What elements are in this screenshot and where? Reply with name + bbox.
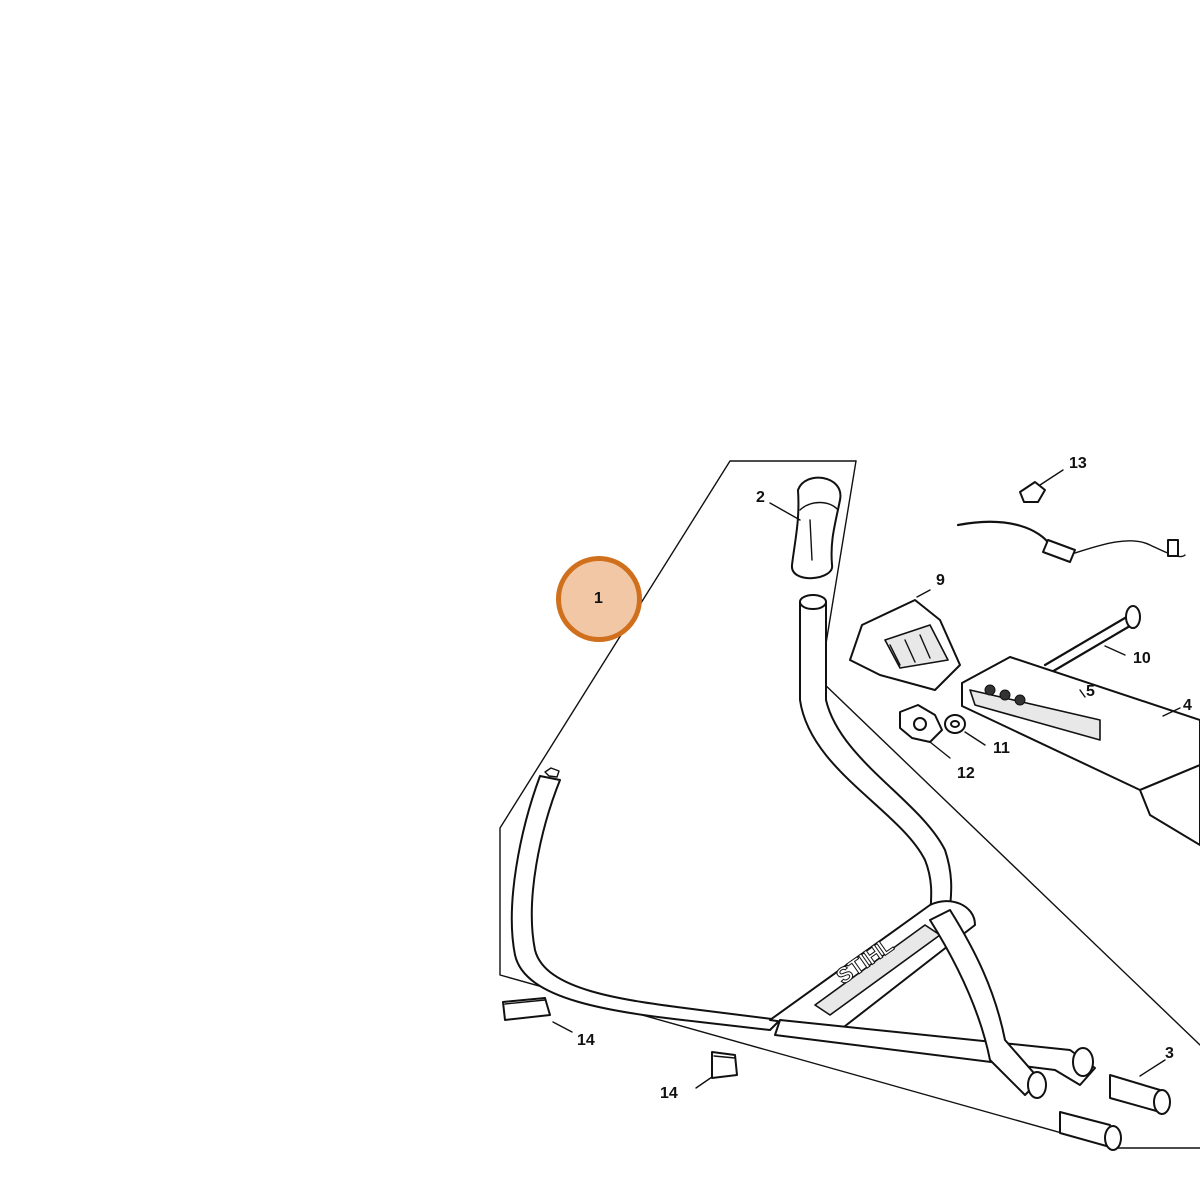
callout-12[interactable]: 12 xyxy=(957,765,975,782)
clamp-housing-part-9 xyxy=(849,599,961,691)
cap-part-14-lower xyxy=(711,1051,738,1079)
callout-9[interactable]: 9 xyxy=(936,572,945,589)
washer-part-11 xyxy=(944,714,966,734)
callout-2[interactable]: 2 xyxy=(756,489,765,506)
callout-14-lower[interactable]: 14 xyxy=(660,1085,678,1102)
housing-part-4-5 xyxy=(961,656,1200,846)
callout-3[interactable]: 3 xyxy=(1165,1045,1174,1062)
star-knob-part-12 xyxy=(899,704,943,743)
grip-part-2 xyxy=(790,476,842,580)
cable-connector-part-13 xyxy=(956,481,1186,563)
assembly-group-outline xyxy=(499,460,1200,1149)
cap-part-14-upper xyxy=(502,997,551,1021)
highlighted-part-marker[interactable] xyxy=(556,556,642,642)
callout-1[interactable]: 1 xyxy=(594,590,603,607)
callout-11[interactable]: 11 xyxy=(993,740,1010,757)
callout-14-upper[interactable]: 14 xyxy=(577,1032,595,1049)
callout-13[interactable]: 13 xyxy=(1069,455,1087,472)
callout-10[interactable]: 10 xyxy=(1133,650,1151,667)
callout-5[interactable]: 5 xyxy=(1086,683,1095,700)
callout-4[interactable]: 4 xyxy=(1183,697,1192,714)
end-grips-part-3 xyxy=(1059,1074,1171,1151)
bolt-part-10 xyxy=(1043,605,1141,675)
